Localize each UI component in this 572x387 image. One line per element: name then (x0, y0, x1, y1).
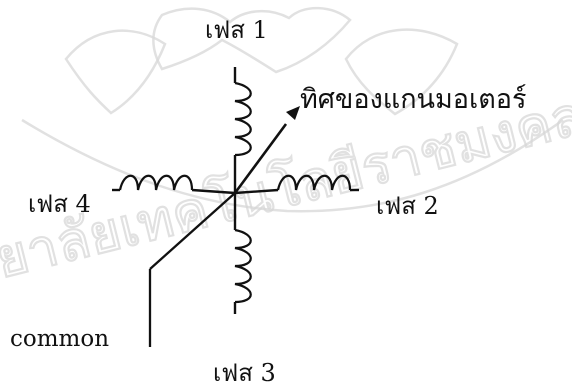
common-label: common (10, 326, 109, 352)
phase-2-lead-left (234, 188, 279, 195)
watermark-right-ornament (344, 28, 459, 116)
phase-4-coil (112, 174, 236, 195)
phase-1-label: เฟส 1 (205, 16, 268, 44)
common-wire-diagonal (149, 192, 236, 270)
watermark: มหาวิทยาลัยเทคโนโลยีราชมงคลธัญบุรี (0, 6, 572, 334)
direction-arrow (233, 106, 300, 194)
watermark-center-ornament (152, 6, 352, 74)
phase-4-coil-shape (118, 174, 194, 191)
phase-3-label: เฟส 3 (213, 359, 276, 387)
phase-2-coil-shape (276, 174, 352, 191)
motor-diagram: เฟส 1 เฟส 2 เฟส 3 เฟส 4 ทิศของแกนมอเตอร์… (10, 16, 527, 387)
phase-2-label: เฟส 2 (376, 192, 439, 220)
phase-1-coil-shape (234, 81, 252, 157)
phase-2-coil (234, 174, 359, 195)
phase-3-coil-shape (234, 228, 252, 304)
direction-arrow-head (286, 106, 300, 120)
watermark-arc (21, 118, 564, 213)
direction-label: ทิศของแกนมอเตอร์ (300, 83, 527, 115)
common-wire (148, 192, 236, 347)
watermark-left-ornament (64, 29, 167, 115)
phase-4-label: เฟส 4 (28, 190, 91, 218)
phase-4-lead-right (191, 188, 236, 195)
direction-arrow-shaft (233, 123, 288, 194)
phase-1-coil (233, 67, 252, 193)
phase-3-coil (233, 193, 252, 314)
